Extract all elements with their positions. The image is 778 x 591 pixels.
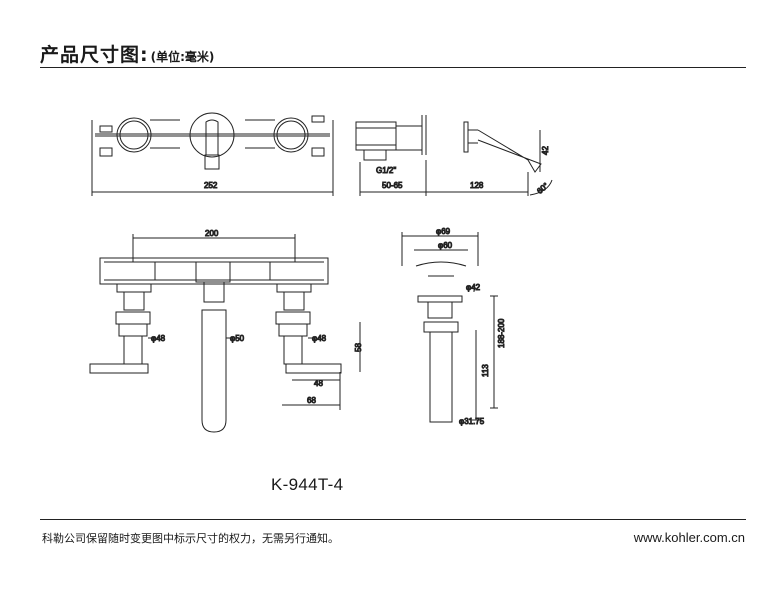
model-number: K-944T-4 (271, 475, 344, 494)
dim-spout-height: 42 (541, 146, 550, 155)
dim-wall-range: 50-65 (382, 181, 403, 190)
header-divider (40, 67, 746, 68)
plan-view (89, 234, 361, 433)
dim-spout-dia: φ50 (230, 334, 245, 343)
dim-drain-pipe: φ31.75 (459, 417, 485, 426)
side-view (355, 115, 427, 196)
dim-drain-flange: φ42 (466, 283, 481, 292)
dim-offset-48: 48 (314, 379, 323, 388)
drain-view (401, 232, 498, 423)
disclaimer: 科勒公司保留随时变更图中标示尺寸的权力，无需另行通知。 (42, 532, 339, 545)
dim-body-height: 58 (354, 343, 363, 352)
dim-handle-spacing: 200 (205, 229, 219, 238)
dim-thread: G1/2" (376, 166, 396, 175)
dim-spout-length: 128 (470, 181, 484, 190)
dim-left-handle-dia: φ48 (151, 334, 166, 343)
dim-drain-tail: 113 (481, 364, 490, 377)
footer-divider (40, 519, 746, 520)
front-view (91, 112, 334, 196)
website-link[interactable]: www.kohler.com.cn (633, 530, 745, 545)
dim-right-handle-dia: φ48 (312, 334, 327, 343)
page-title: 产品尺寸图: (40, 44, 149, 66)
dim-front-width: 252 (204, 181, 218, 190)
header: 产品尺寸图:(单位:毫米) (40, 40, 214, 67)
unit-note: (单位:毫米) (150, 50, 215, 64)
dim-offset-68: 68 (307, 396, 316, 405)
spout-side-view (426, 121, 553, 196)
dim-drain-inner: φ60 (438, 241, 453, 250)
dim-drain-outer: φ69 (436, 227, 451, 236)
dim-drain-height: 188-200 (497, 318, 506, 348)
